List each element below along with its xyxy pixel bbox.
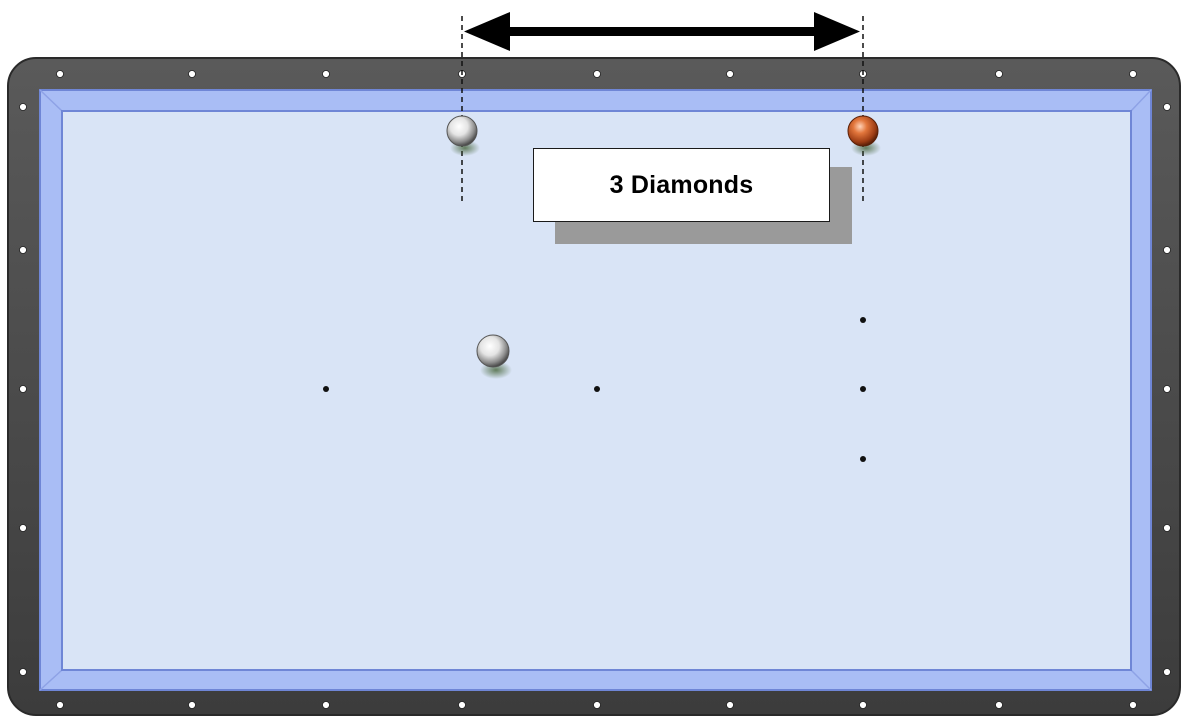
- rail-diamond-marker: [593, 70, 601, 78]
- guide-lines: [461, 16, 864, 205]
- rail-diamond-marker: [1163, 103, 1171, 111]
- spot: [860, 386, 866, 392]
- rail-diamond-marker: [1163, 524, 1171, 532]
- top-white-ball: [446, 115, 480, 156]
- distance-label: 3 Diamonds: [533, 148, 830, 222]
- rail-diamond-marker: [726, 70, 734, 78]
- rail-diamond-marker: [1129, 70, 1137, 78]
- rail-diamond-marker: [322, 70, 330, 78]
- rail-diamond-marker: [19, 524, 27, 532]
- rail-diamond-marker: [859, 701, 867, 709]
- rail-diamond-marker: [593, 701, 601, 709]
- rail-diamond-marker: [995, 70, 1003, 78]
- orange-ball: [847, 115, 881, 156]
- rail-diamond-marker: [726, 701, 734, 709]
- white-ball-icon: [476, 334, 510, 368]
- table-spots: [323, 317, 866, 462]
- rail-diamond-marker: [19, 385, 27, 393]
- double-arrow-icon: [464, 12, 860, 51]
- cushion-bevels: [39, 89, 1152, 691]
- rail-diamond-marker: [322, 701, 330, 709]
- rail-diamond-marker: [19, 103, 27, 111]
- spot: [860, 456, 866, 462]
- cue-ball: [476, 334, 512, 379]
- rail-diamond-marker: [1163, 246, 1171, 254]
- orange-ball-icon: [847, 115, 879, 147]
- rail-diamond-marker: [1163, 385, 1171, 393]
- rail-diamond-marker: [1163, 668, 1171, 676]
- rail-diamond-marker: [188, 701, 196, 709]
- spot: [860, 317, 866, 323]
- rail-diamond-marker: [56, 701, 64, 709]
- rail-diamond-marker: [56, 70, 64, 78]
- rail-diamond-marker: [19, 668, 27, 676]
- spot: [323, 386, 329, 392]
- spot: [594, 386, 600, 392]
- rail-diamond-marker: [1129, 701, 1137, 709]
- white-ball-icon: [446, 115, 478, 147]
- rail-diamond-marker: [19, 246, 27, 254]
- rail-diamonds: [19, 70, 1171, 709]
- rail-diamond-marker: [188, 70, 196, 78]
- rail-diamond-marker: [458, 701, 466, 709]
- rail-diamond-marker: [995, 701, 1003, 709]
